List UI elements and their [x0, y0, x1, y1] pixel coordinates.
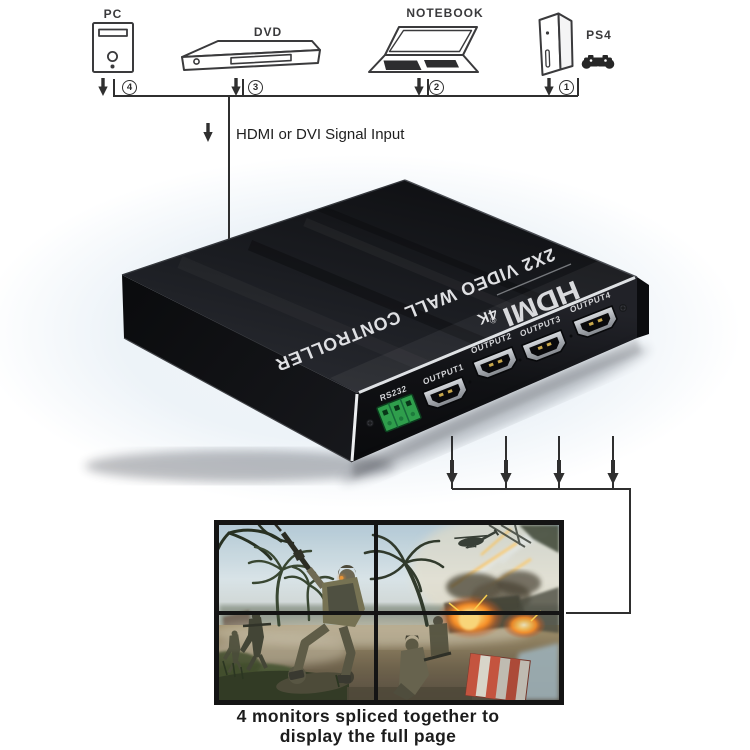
soldier-small-left: [223, 630, 244, 674]
front-left-trim: [350, 393, 359, 462]
input-arrow-down-icon: [203, 123, 213, 142]
rs232-terminal: [376, 393, 422, 433]
panel-screw-icon: [366, 304, 627, 427]
number-badge-1: 1: [559, 80, 574, 95]
monitor-horizontal-seam: [219, 611, 559, 615]
arrow-down-icon: [414, 78, 424, 96]
tower-girders: [488, 525, 532, 548]
hdmi-tagline-line: [496, 263, 572, 296]
soldier-kneeling-right: [393, 635, 452, 700]
number-badge-3: 3: [248, 80, 263, 95]
smoke-mass: [497, 571, 541, 595]
number-badge-2: 2: [429, 80, 444, 95]
ps4-label: PS4: [586, 28, 612, 42]
input-annotation: HDMI or DVI Signal Input: [236, 126, 405, 143]
ruined-tower: [519, 525, 559, 553]
monitor-wall: [214, 520, 564, 705]
soldier-mid-right: [429, 616, 449, 656]
device-shadow: [85, 450, 395, 482]
grass-blades: [222, 660, 340, 688]
wiring-arrows: [98, 78, 619, 485]
pc-icon: [92, 22, 134, 73]
front-trim: [358, 276, 636, 394]
output-arrow-down-icon: [607, 460, 619, 485]
arrow-down-icon: [98, 78, 108, 96]
controller-left-face: [122, 275, 357, 462]
panel-dot: [468, 380, 472, 384]
dvd-label: DVD: [253, 25, 283, 39]
caption: 4 monitors spliced together to display t…: [168, 706, 568, 746]
output-connector-line: [452, 488, 631, 614]
notebook-label: NOTEBOOK: [406, 6, 484, 20]
caption-line2: display the full page: [279, 725, 457, 746]
badge-4k: 4K: [474, 304, 500, 328]
hdmi-port-output2: [471, 345, 518, 379]
caption-line1: 4 monitors spliced together to: [236, 706, 500, 726]
notebook-icon: [368, 26, 479, 73]
controller-right-face: [637, 277, 649, 338]
helicopter-icon: [454, 529, 500, 549]
game-scene: [219, 525, 559, 700]
edge-highlight: [121, 179, 406, 276]
striped-barrier: [465, 652, 531, 700]
gamepad-icon: [581, 55, 615, 73]
output-arrow-down-icon: [553, 460, 565, 485]
output-arrow-down-icon: [446, 460, 458, 485]
dvd-player-icon: [181, 40, 321, 71]
output-arrow-down-icon: [500, 460, 512, 485]
edge-highlight: [123, 337, 353, 463]
edge-highlight: [404, 179, 638, 278]
pc-label: PC: [103, 7, 123, 21]
soldier-main: [274, 525, 365, 683]
hdmi-port-output1: [421, 375, 468, 409]
hdmi-port-output3: [520, 328, 567, 362]
arrow-down-icon: [231, 78, 241, 96]
number-badge-4: 4: [122, 80, 137, 95]
front-reflection: [352, 338, 641, 478]
ps4-console-icon: [538, 12, 574, 76]
panel-dot: [569, 334, 573, 338]
controller-top-face: [122, 180, 637, 393]
hdmi-port-output4: [571, 304, 618, 338]
hdmi-reg-mark: ®: [488, 314, 498, 326]
controller-device: 2X2 VIDEO WALL CONTROLLER HDMI ® 4K: [85, 179, 650, 484]
arrow-down-icon: [544, 78, 554, 96]
panel-dot: [518, 358, 522, 362]
